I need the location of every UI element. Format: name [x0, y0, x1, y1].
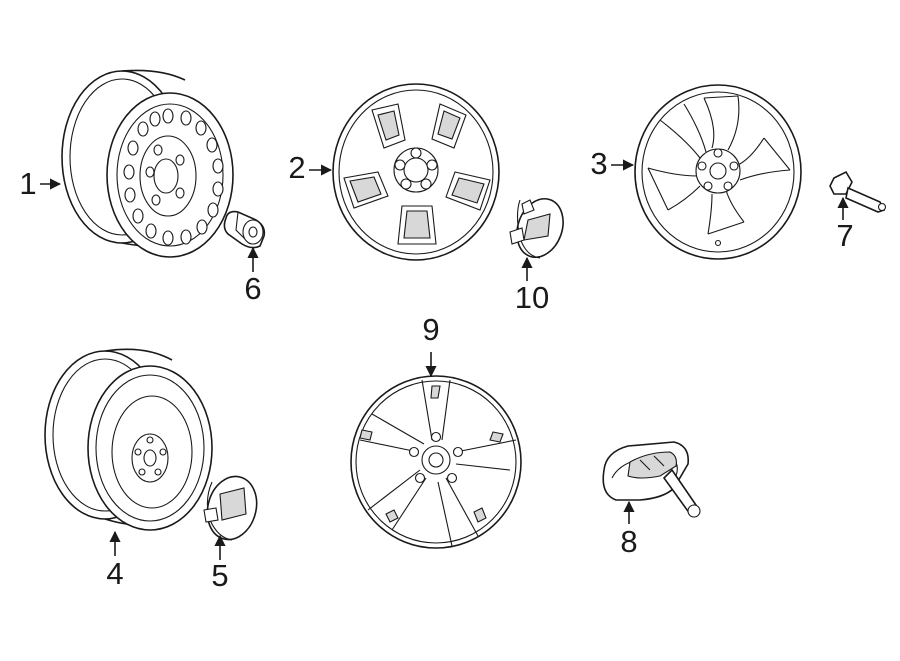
tpms-sensor	[602, 441, 701, 518]
callout-label-2: 2	[288, 150, 305, 185]
callout-2: 2	[288, 150, 333, 185]
alloy-wheel	[634, 84, 802, 260]
callout-4: 4	[106, 530, 124, 591]
callout-label-10: 10	[515, 280, 549, 315]
callout-9: 9	[422, 312, 440, 378]
lug-nut	[223, 210, 266, 249]
tpms-valve-stem	[829, 170, 887, 213]
center-cap-small	[509, 198, 564, 259]
callout-label-6: 6	[244, 271, 261, 306]
wheel-cover	[332, 83, 500, 261]
callout-label-9: 9	[422, 312, 439, 347]
callout-10: 10	[515, 256, 549, 315]
callout-label-5: 5	[211, 558, 228, 593]
callout-label-8: 8	[620, 524, 637, 559]
callout-label-4: 4	[106, 556, 123, 591]
steel-wheel	[61, 69, 234, 258]
callout-label-1: 1	[19, 166, 36, 201]
callout-5: 5	[211, 534, 229, 593]
callout-1: 1	[19, 166, 62, 201]
callout-6: 6	[244, 246, 262, 306]
callout-label-3: 3	[590, 146, 607, 181]
callout-7: 7	[836, 196, 854, 253]
spare-wheel	[44, 348, 213, 531]
callout-label-7: 7	[836, 218, 853, 253]
center-cap	[203, 475, 258, 541]
wheel-cover-five-spoke	[350, 375, 522, 549]
callout-3: 3	[590, 146, 635, 181]
callout-8: 8	[620, 500, 638, 559]
